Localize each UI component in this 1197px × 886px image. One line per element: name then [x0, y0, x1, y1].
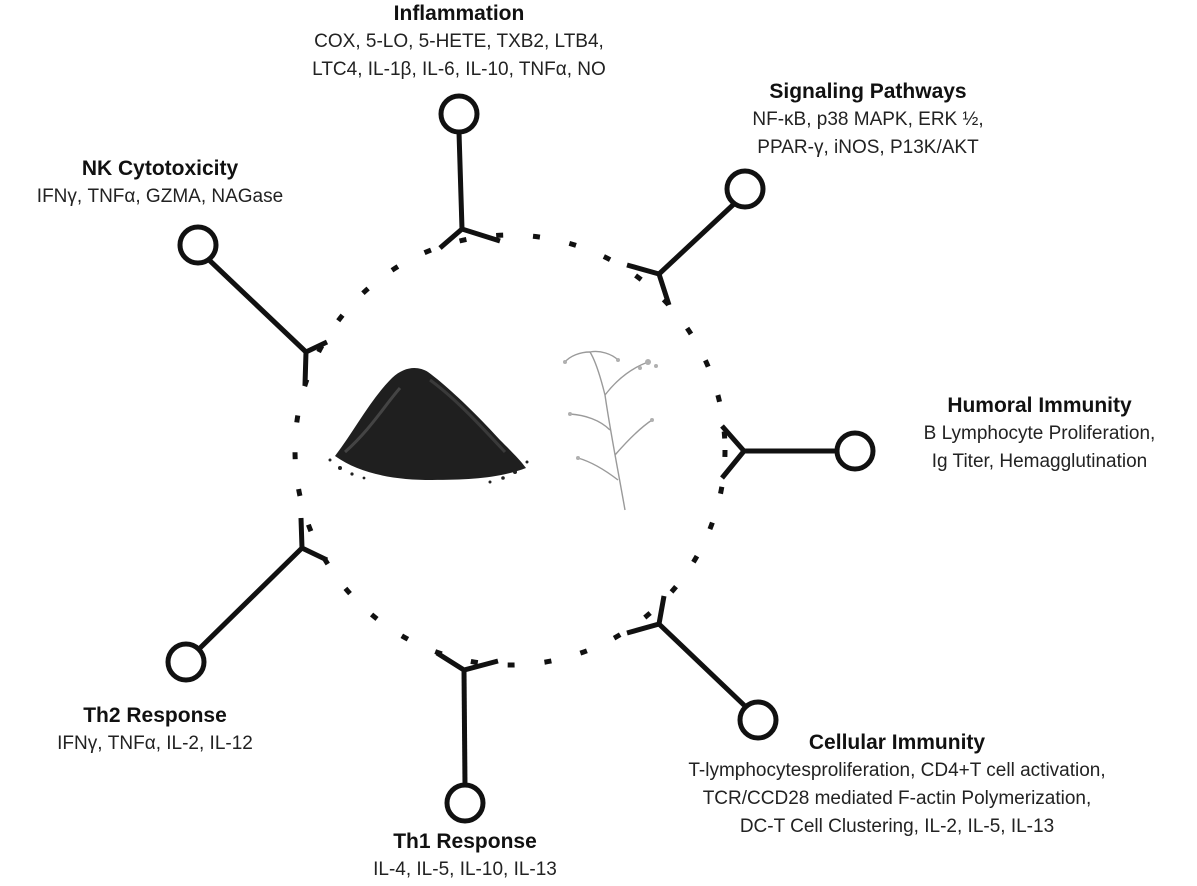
- cellular-arm: [626, 595, 779, 741]
- th2-title: Th2 Response: [83, 704, 227, 727]
- nk-line-1: IFNγ, TNFα, GZMA, NAGase: [36, 186, 284, 207]
- nk-title: NK Cytotoxicity: [81, 157, 239, 180]
- cellular-label: Cellular Immunity T-lymphocytesprolifera…: [602, 729, 1192, 841]
- th1-arm: [435, 650, 499, 824]
- dotted-ring: [292, 232, 728, 668]
- humoral-line-2: Ig Titer, Hemagglutination: [931, 451, 1148, 472]
- cellular-line-1: T-lymphocytesproliferation, CD4+T cell a…: [688, 760, 1106, 781]
- nk-arm: [177, 224, 329, 386]
- inflammation-label: Inflammation COX, 5-LO, 5-HETE, TXB2, LT…: [224, 0, 694, 84]
- inflammation-arm: [438, 93, 501, 250]
- th1-title: Th1 Response: [393, 830, 537, 853]
- signaling-arm: [626, 168, 766, 306]
- inflammation-title: Inflammation: [393, 2, 525, 25]
- nk-label: NK Cytotoxicity IFNγ, TNFα, GZMA, NAGase: [0, 155, 320, 211]
- th1-line-1: IL-4, IL-5, IL-10, IL-13: [373, 859, 557, 880]
- humoral-line-1: B Lymphocyte Proliferation,: [923, 423, 1156, 444]
- inflammation-line-2: LTC4, IL-1β, IL-6, IL-10, TNFα, NO: [312, 59, 606, 80]
- cellular-title: Cellular Immunity: [808, 731, 986, 754]
- cellular-line-3: DC-T Cell Clustering, IL-2, IL-5, IL-13: [739, 816, 1055, 837]
- signaling-line-1: NF-κB, p38 MAPK, ERK ½,: [752, 109, 984, 130]
- th2-line-1: IFNγ, TNFα, IL-2, IL-12: [57, 733, 253, 754]
- humoral-title: Humoral Immunity: [947, 394, 1132, 417]
- signaling-title: Signaling Pathways: [769, 80, 967, 103]
- inflammation-line-1: COX, 5-LO, 5-HETE, TXB2, LTB4,: [314, 31, 604, 52]
- th2-label: Th2 Response IFNγ, TNFα, IL-2, IL-12: [0, 702, 310, 758]
- signaling-label: Signaling Pathways NF-κB, p38 MAPK, ERK …: [688, 78, 1048, 162]
- signaling-line-2: PPAR-γ, iNOS, P13K/AKT: [757, 137, 979, 158]
- cellular-line-2: TCR/CCD28 mediated F-actin Polymerizatio…: [702, 788, 1092, 809]
- plant-image: [563, 350, 658, 511]
- seed-pile-image: [328, 368, 529, 484]
- th1-label: Th1 Response IL-4, IL-5, IL-10, IL-13: [330, 828, 600, 884]
- humoral-label: Humoral Immunity B Lymphocyte Proliferat…: [882, 392, 1197, 476]
- th2-arm: [165, 517, 329, 683]
- humoral-arm: [720, 424, 876, 480]
